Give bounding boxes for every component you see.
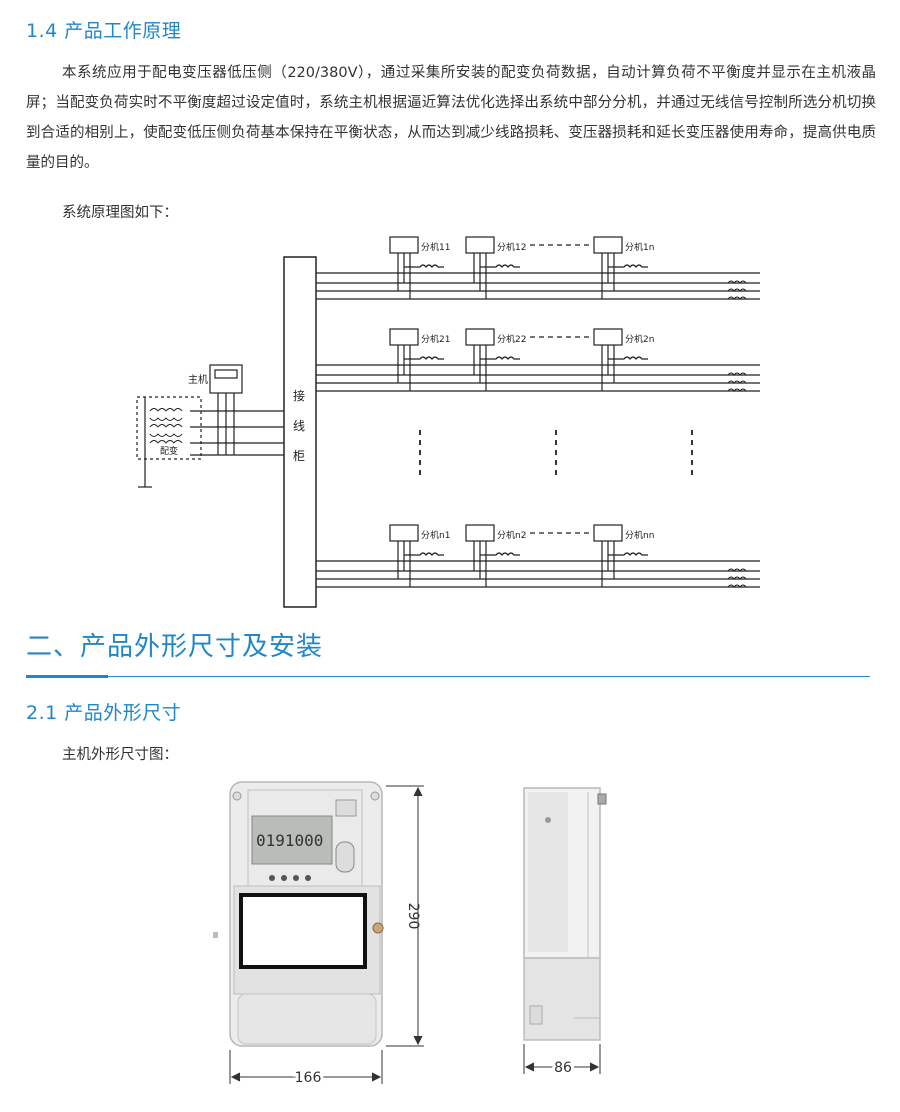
slave-unit-1n (593, 236, 648, 299)
slave-label: 分机22 (497, 333, 526, 345)
lcd-readout: 0191000 (256, 831, 323, 850)
slave-unit-11 (389, 236, 444, 299)
depth-dimension (523, 1044, 601, 1074)
bus-row-2 (316, 364, 760, 392)
system-diagram: 主机 配变 接 线 柜 分机11 分机12 分机1n 分机21 分机22 分机2… (136, 236, 760, 608)
slave-unit-12 (465, 236, 520, 299)
width-label: 166 (295, 1070, 322, 1086)
width-dimension (229, 1050, 383, 1084)
slave-label: 分机2n (625, 333, 654, 345)
cabinet-char-3: 柜 (293, 449, 305, 463)
host-unit (209, 364, 243, 455)
slave-label: 分机1n (625, 241, 654, 253)
diagram-intro: 系统原理图如下： (62, 205, 178, 221)
height-label: 290 (405, 903, 421, 930)
slave-label: 分机12 (497, 241, 526, 253)
slave-label: 分机n2 (497, 529, 526, 541)
section-divider-accent (26, 675, 108, 678)
principle-paragraph: 本系统应用于配电变压器低压侧（220/380V），通过采集所安装的配变负荷数据，… (26, 65, 876, 171)
slave-label: 分机11 (421, 241, 450, 253)
bus-row-3 (316, 560, 760, 588)
section-heading-1-4: 1.4 产品工作原理 (26, 20, 182, 42)
slave-label: 分机n1 (421, 529, 450, 541)
device-side-view (523, 787, 607, 1041)
slave-unit-nn (593, 524, 648, 587)
height-dimension (386, 785, 424, 1047)
section-divider (26, 676, 870, 677)
slave-unit-n2 (465, 524, 520, 587)
transformer-coils (149, 408, 183, 444)
front-cover-window (239, 893, 367, 969)
transformer-box (136, 396, 202, 460)
junction-cabinet (283, 256, 317, 608)
section-heading-2-1: 2.1 产品外形尺寸 (26, 702, 182, 724)
dimension-intro: 主机外形尺寸图： (62, 747, 178, 763)
transformer-label: 配变 (160, 445, 178, 457)
host-label: 主机 (188, 373, 208, 386)
row-end-loads (727, 280, 747, 588)
dimension-drawing: 0191000 290 166 (213, 781, 607, 1089)
device-front-view: 0191000 (213, 781, 384, 1047)
slave-unit-21 (389, 328, 444, 391)
slave-unit-2n (593, 328, 648, 391)
cabinet-char-2: 线 (293, 419, 305, 433)
slave-unit-22 (465, 328, 520, 391)
bus-row-1 (316, 272, 760, 300)
slave-unit-n1 (389, 524, 444, 587)
slave-label: 分机21 (421, 333, 450, 345)
cabinet-char-1: 接 (293, 388, 305, 403)
section-heading-2: 二、产品外形尺寸及安装 (26, 632, 324, 662)
slave-label: 分机nn (625, 529, 654, 541)
depth-label: 86 (554, 1060, 572, 1076)
